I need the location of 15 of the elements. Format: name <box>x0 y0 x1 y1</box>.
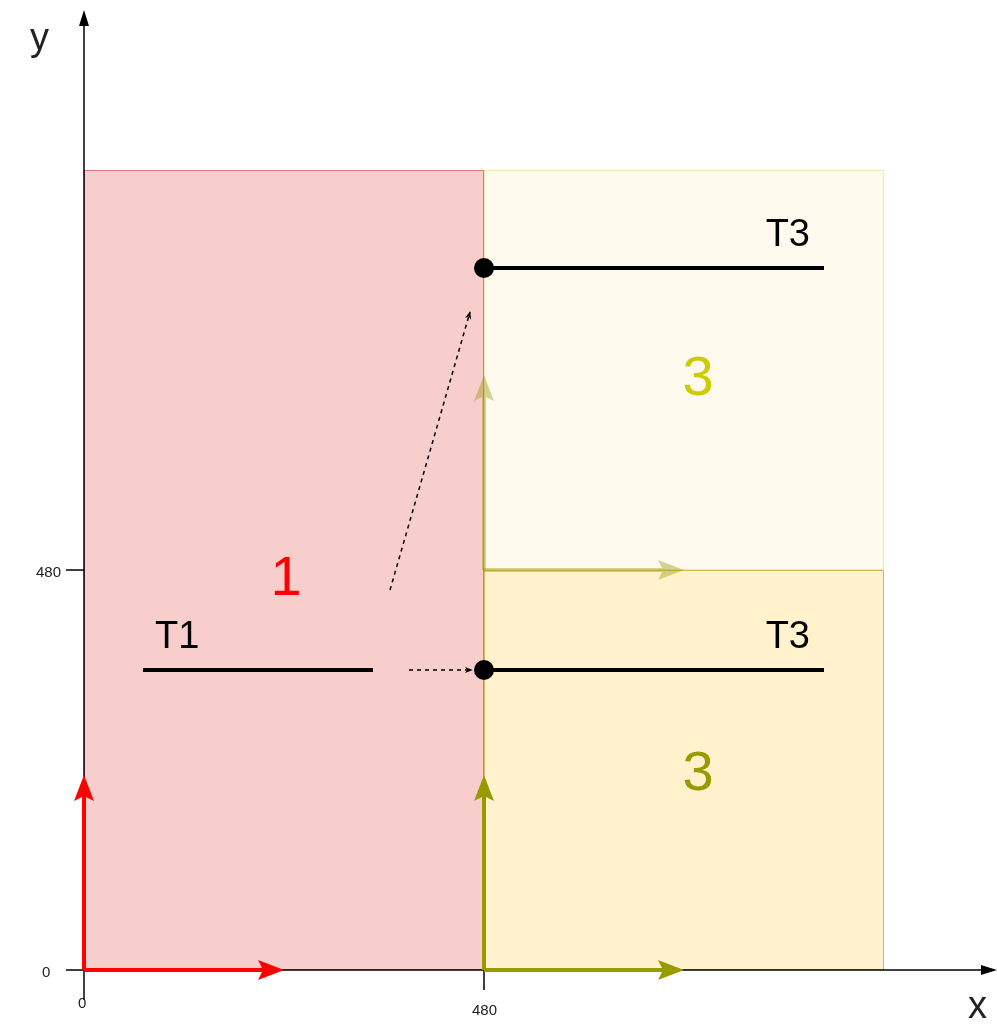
segment-label: T1 <box>155 616 200 654</box>
dashed-arrow <box>408 666 473 674</box>
tick-label: 480 <box>36 564 62 579</box>
tick-label: 0 <box>42 964 51 979</box>
region-number: 3 <box>682 348 714 404</box>
axis-label: y <box>30 18 49 56</box>
axis-label: x <box>968 986 987 1024</box>
region-number: 1 <box>270 548 302 604</box>
segment-label: T3 <box>765 616 810 654</box>
tick-label: 0 <box>78 995 87 1010</box>
region-box <box>84 170 484 970</box>
tick-label: 480 <box>472 1002 498 1017</box>
region-number: 3 <box>682 743 714 799</box>
dashed-arrow <box>389 311 472 591</box>
segment-label: T3 <box>765 214 810 252</box>
